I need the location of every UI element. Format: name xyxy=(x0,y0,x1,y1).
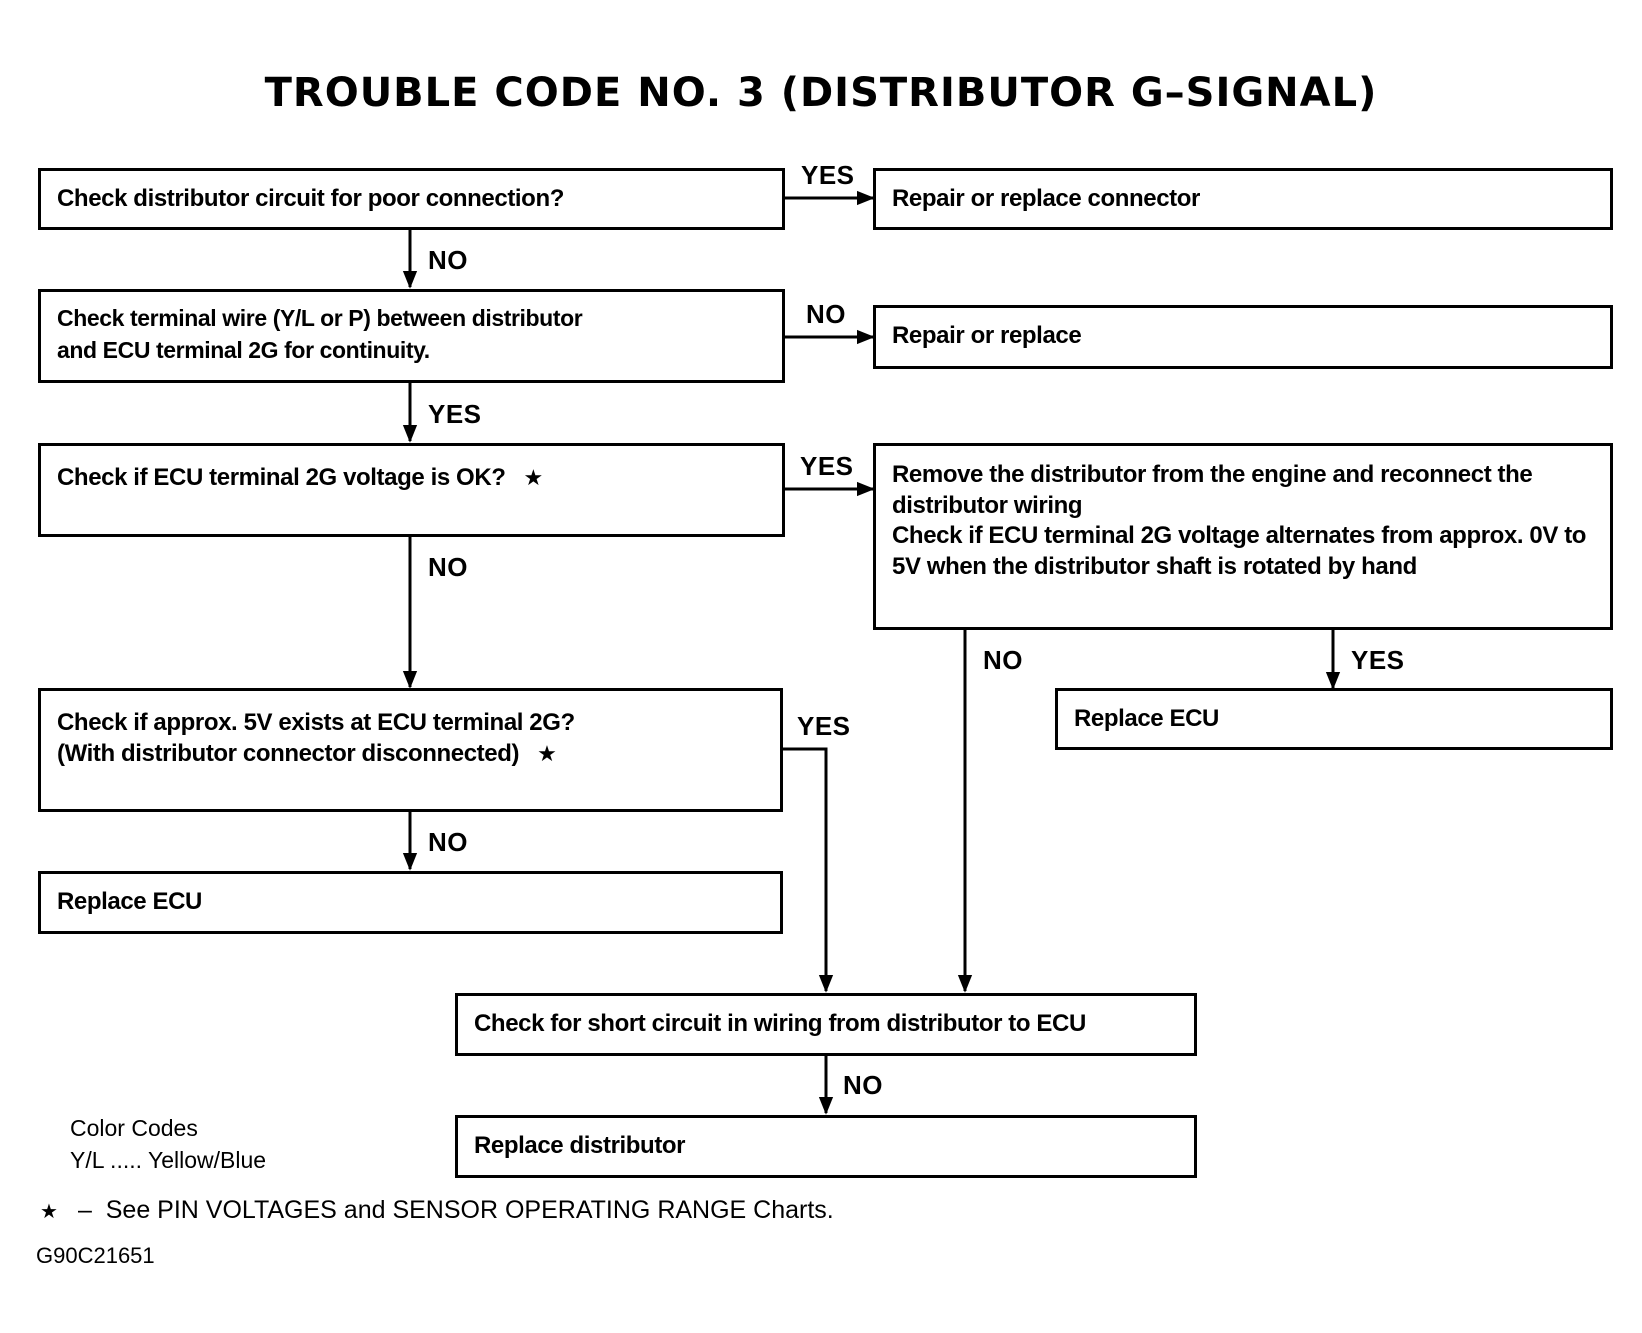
check-5v-box: Check if approx. 5V exists at ECU termin… xyxy=(38,688,783,812)
yes-label: YES xyxy=(800,451,854,481)
no-label: NO xyxy=(806,299,846,329)
replace-ecu-left-text: Replace ECU xyxy=(57,888,202,915)
check-connection-text: Check distributor circuit for poor conne… xyxy=(57,185,564,212)
star-note-icon: ★ xyxy=(537,741,557,766)
yes-label: YES xyxy=(797,711,851,741)
star-note-icon: ★ xyxy=(523,465,544,490)
color-code-entry: Y/L ..... Yellow/Blue xyxy=(70,1147,267,1173)
check-voltage-box: Check if ECU terminal 2G voltage is OK? ★ xyxy=(38,443,785,537)
repair-connector-text: Repair or replace connector xyxy=(892,185,1200,212)
no-label: NO xyxy=(843,1070,883,1100)
yes-label: YES xyxy=(428,399,482,429)
yes-label: YES xyxy=(801,160,855,190)
check-short-circuit-text: Check for short circuit in wiring from d… xyxy=(474,1010,1086,1037)
check-short-circuit-box: Check for short circuit in wiring from d… xyxy=(455,993,1197,1056)
star-note-icon: ★ xyxy=(40,1201,58,1223)
check-5v-text: Check if approx. 5V exists at ECU termin… xyxy=(57,709,575,767)
no-label: NO xyxy=(428,827,468,857)
footnote: ★– See PIN VOLTAGES and SENSOR OPERATING… xyxy=(40,1196,834,1225)
replace-ecu-box-right: Replace ECU xyxy=(1055,688,1613,750)
no-label: NO xyxy=(983,645,1023,675)
diagram-title: TROUBLE CODE NO. 3 (DISTRIBUTOR G–SIGNAL… xyxy=(264,70,1378,116)
check-continuity-box: Check terminal wire (Y/L or P) between d… xyxy=(38,289,785,383)
repair-connector-box: Repair or replace connector xyxy=(873,168,1613,230)
remove-distributor-text: Remove the distributor from the engine a… xyxy=(892,461,1587,580)
check-voltage-text: Check if ECU terminal 2G voltage is OK? xyxy=(57,464,506,491)
check-connection-box: Check distributor circuit for poor conne… xyxy=(38,168,785,230)
yes-label: YES xyxy=(1351,645,1405,675)
color-codes-heading: Color Codes xyxy=(70,1115,198,1141)
replace-distributor-box: Replace distributor xyxy=(455,1115,1197,1178)
no-label: NO xyxy=(428,552,468,582)
replace-distributor-text: Replace distributor xyxy=(474,1132,686,1159)
check-continuity-text: Check terminal wire (Y/L or P) between d… xyxy=(57,305,583,363)
remove-distributor-box: Remove the distributor from the engine a… xyxy=(873,443,1613,630)
repair-replace-box: Repair or replace xyxy=(873,305,1613,369)
arrow-b4-yes xyxy=(781,747,834,993)
repair-replace-text: Repair or replace xyxy=(892,322,1082,349)
no-label: NO xyxy=(428,245,468,275)
figure-id: G90C21651 xyxy=(36,1243,155,1268)
footnote-text: See PIN VOLTAGES and SENSOR OPERATING RA… xyxy=(105,1196,834,1224)
replace-ecu-box-left: Replace ECU xyxy=(38,871,783,934)
footnote-dash: – xyxy=(77,1196,92,1224)
replace-ecu-right-text: Replace ECU xyxy=(1074,705,1219,732)
